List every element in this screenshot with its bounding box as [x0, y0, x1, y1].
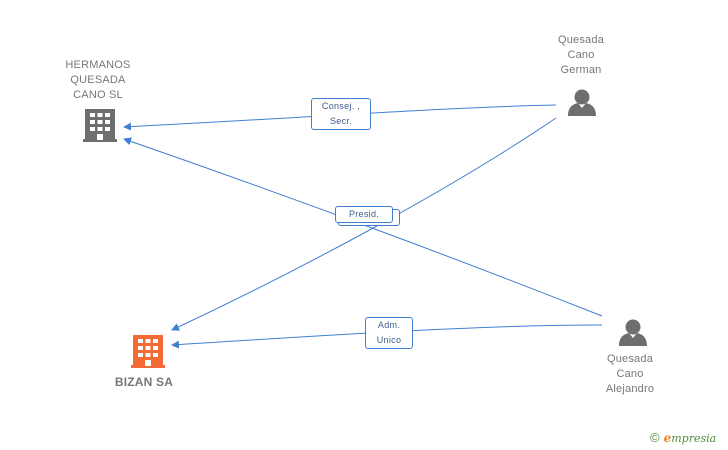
edge-label-adm: Adm. Unico [365, 317, 413, 349]
brand-e: e [663, 431, 672, 445]
person-icon[interactable] [568, 89, 596, 117]
edge-label-consej: Consej. , Secr. [311, 98, 371, 130]
brand-logo: ©empresia [650, 430, 716, 445]
node-label-alejandro[interactable]: Quesada Cano Alejandro [605, 353, 655, 395]
building-icon[interactable] [83, 109, 117, 142]
brand-name: mpresia [671, 432, 717, 445]
node-label-bizan[interactable]: BIZAN SA [114, 375, 174, 389]
building-icon[interactable] [131, 335, 165, 368]
person-icon[interactable] [619, 319, 647, 347]
edge-alejandro-to-hermanos [123, 137, 603, 317]
edge-label-presid: Presid. [335, 206, 393, 223]
copyright-symbol: © [650, 430, 660, 445]
node-label-hermanos[interactable]: HERMANOS QUESADA CANO SL [65, 59, 131, 101]
node-label-german[interactable]: Quesada Cano German [557, 34, 605, 76]
